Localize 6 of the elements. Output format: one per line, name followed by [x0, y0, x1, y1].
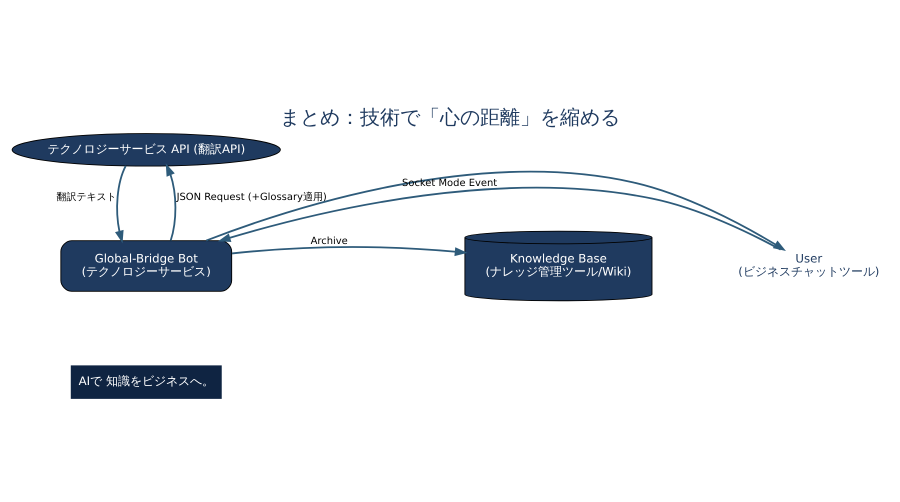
node-text: User (ビジネスチャットツール)	[738, 251, 880, 278]
edge-label: Archive	[310, 236, 348, 247]
edge-label: 翻訳テキスト	[56, 192, 116, 203]
diagram-title: まとめ：技術で「心の距離」を縮める	[280, 106, 620, 129]
edge-label: JSON Request (+Glossary適用)	[176, 191, 327, 202]
label: AIで 知識をビジネスへ。	[78, 374, 214, 388]
